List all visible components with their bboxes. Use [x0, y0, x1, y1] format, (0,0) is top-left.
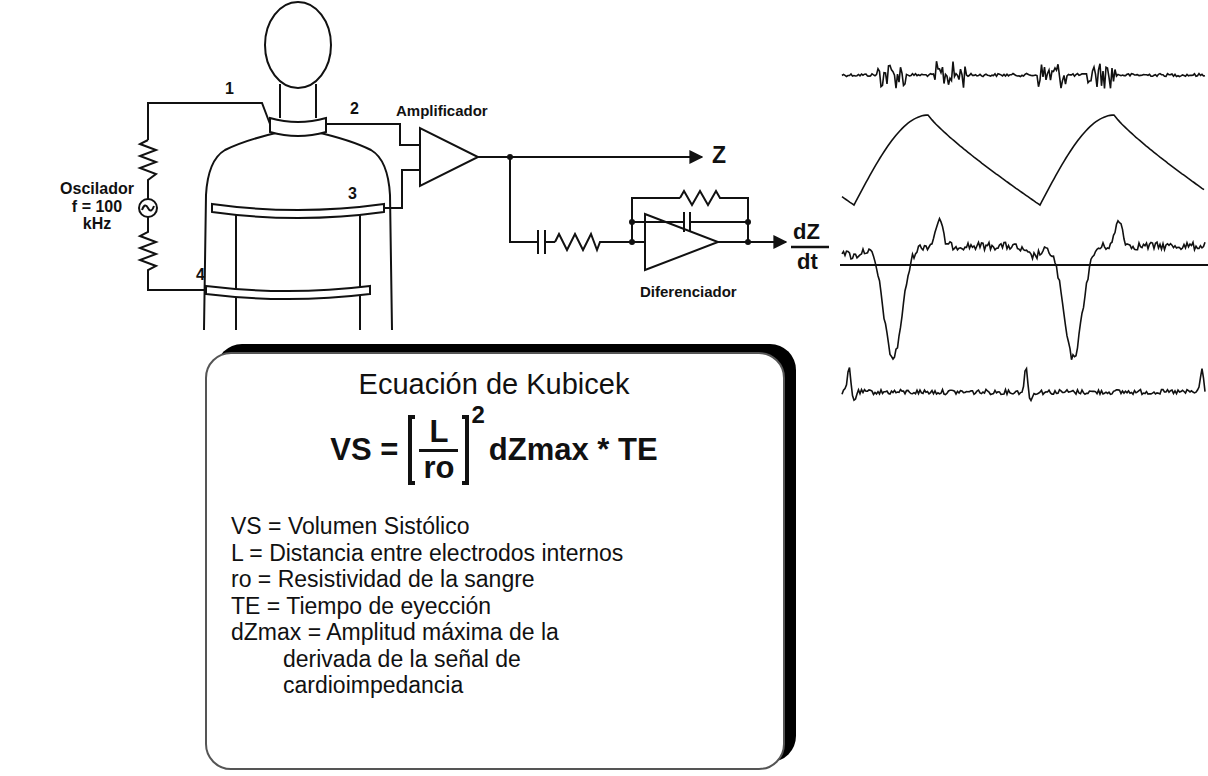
output-label: Z: [712, 143, 726, 168]
equation: VS =Lro2dZmax * TE: [221, 415, 767, 485]
human-figure: [204, 2, 392, 330]
output-label: dt: [797, 250, 818, 274]
fraction: Lro: [415, 416, 462, 484]
denominator: ro: [419, 449, 458, 485]
bracket: [462, 415, 469, 485]
definition: TE = Tiempo de eyección: [221, 593, 651, 619]
definition: VS = Volumen Sistólico: [221, 513, 651, 539]
electrode-number: 3: [348, 185, 357, 203]
signal-trace: [842, 368, 1205, 401]
numerator: L: [425, 416, 452, 449]
circuit-wires: [139, 103, 829, 290]
signal-traces: [842, 61, 1205, 400]
definition: dZmax = Amplitud máxima de la derivada d…: [221, 619, 651, 698]
electrode-number: 2: [350, 100, 359, 118]
equation-box: Ecuación de Kubicek VS = Lro 2dZmax * TE VS …: [205, 352, 785, 770]
electrode-number: 4: [196, 266, 205, 284]
signal-trace: [842, 61, 1205, 88]
exponent: 2: [471, 401, 484, 429]
equation-term: VS =: [330, 432, 398, 468]
definition: ro = Resistividad de la sangre: [221, 566, 651, 592]
signal-trace: [842, 115, 1204, 205]
equation-title: Ecuación de Kubicek: [221, 368, 767, 401]
electrode-number: 1: [225, 80, 234, 98]
bracket: [408, 415, 415, 485]
differentiator-label: Diferenciador: [640, 284, 737, 301]
electrode-bands: [206, 118, 384, 299]
oscillator-label: Oscilador f = 100 kHz: [58, 180, 136, 233]
amplifier-label: Amplificador: [396, 103, 488, 120]
signal-trace: [842, 219, 1205, 360]
definition: L = Distancia entre electrodos internos: [221, 540, 651, 566]
baseline: [840, 264, 1208, 266]
output-label: dZ: [793, 220, 820, 244]
equation-term: dZmax * TE: [489, 432, 658, 468]
